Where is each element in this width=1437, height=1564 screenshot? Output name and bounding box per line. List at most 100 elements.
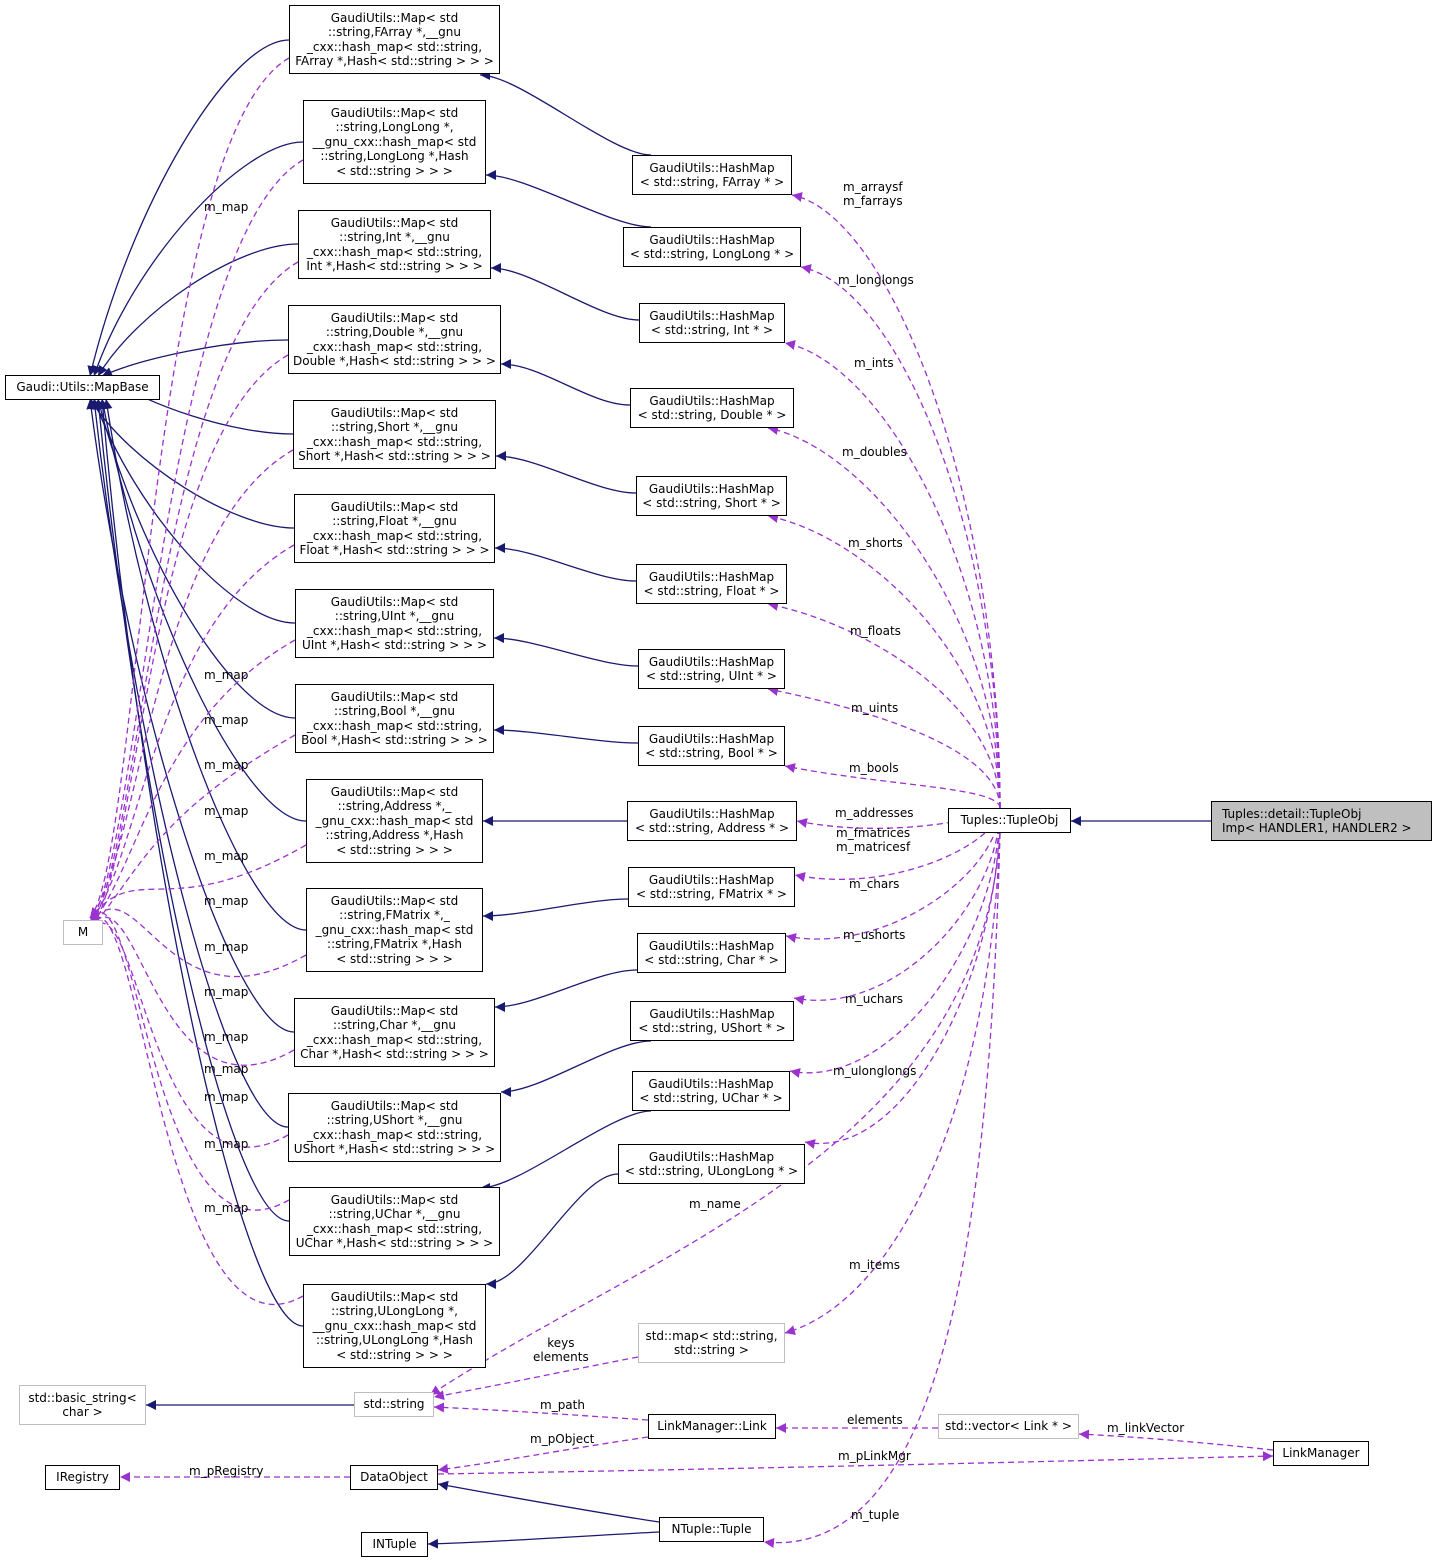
usage-edge bbox=[433, 1356, 639, 1401]
node-map-bool[interactable]: GaudiUtils::Map< std ::string,Bool *,__g… bbox=[295, 684, 494, 753]
node-hashmap-int[interactable]: GaudiUtils::HashMap < std::string, Int *… bbox=[639, 303, 785, 343]
edge-label-m-pregistry: m_pRegistry bbox=[189, 1464, 264, 1478]
node-iregistry[interactable]: IRegistry bbox=[45, 1465, 120, 1490]
usage-edge bbox=[791, 192, 1001, 809]
node-hashmap-float[interactable]: GaudiUtils::HashMap < std::string, Float… bbox=[636, 564, 787, 604]
usage-edge bbox=[89, 907, 290, 1211]
node-hashmap-double[interactable]: GaudiUtils::HashMap < std::string, Doubl… bbox=[630, 388, 794, 428]
inherit-edge bbox=[101, 339, 289, 377]
usage-edge bbox=[785, 807, 1001, 943]
node-map-address[interactable]: GaudiUtils::Map< std ::string,Address *,… bbox=[306, 779, 483, 863]
usage-edge bbox=[89, 57, 290, 919]
node-hashmap-longlong[interactable]: GaudiUtils::HashMap < std::string, LongL… bbox=[623, 227, 801, 267]
node-m[interactable]: M bbox=[63, 920, 103, 945]
node-map-float[interactable]: GaudiUtils::Map< std ::string,Float *,__… bbox=[294, 494, 495, 563]
usage-edge bbox=[789, 807, 1001, 1078]
edge-label-m-map: m_map bbox=[204, 200, 249, 214]
inherit-edge bbox=[87, 39, 290, 377]
node-intuple[interactable]: INTuple bbox=[361, 1532, 428, 1557]
edge-label-m-name: m_name bbox=[689, 1197, 741, 1211]
node-tupleobj[interactable]: Tuples::TupleObj bbox=[948, 808, 1071, 833]
inherit-edge bbox=[495, 451, 637, 494]
edge-label-m-map: m_map bbox=[204, 1030, 249, 1044]
inherit-edge bbox=[500, 359, 631, 406]
node-map-farray[interactable]: GaudiUtils::Map< std ::string,FArray *,_… bbox=[289, 5, 500, 74]
edge-label-m-map: m_map bbox=[204, 1137, 249, 1151]
inherit-edge bbox=[92, 141, 304, 377]
node-map-ulonglong[interactable]: GaudiUtils::Map< std ::string,ULongLong … bbox=[303, 1284, 486, 1368]
node-hashmap-char[interactable]: GaudiUtils::HashMap < std::string, Char … bbox=[637, 933, 786, 973]
inherit-edge bbox=[102, 398, 307, 931]
inherit-edge bbox=[494, 543, 637, 582]
edge-label-m-map: m_map bbox=[204, 1062, 249, 1076]
inherit-edge bbox=[485, 170, 652, 228]
inherit-edge bbox=[437, 1480, 660, 1523]
usage-edge bbox=[767, 686, 1001, 809]
edge-label-m-uints: m_uints bbox=[851, 701, 899, 715]
usage-edge bbox=[429, 832, 1001, 1396]
edge-label-m-chars: m_chars bbox=[849, 877, 900, 891]
usage-edge bbox=[767, 425, 1001, 809]
node-linkmanager[interactable]: LinkManager bbox=[1273, 1441, 1369, 1466]
edge-label-m-pobject: m_pObject bbox=[530, 1432, 595, 1446]
usage-edge bbox=[784, 763, 1001, 809]
usage-edge bbox=[89, 449, 294, 919]
edge-label-m-map: m_map bbox=[204, 713, 249, 727]
node-stdmap[interactable]: std::map< std::string, std::string > bbox=[638, 1323, 785, 1363]
node-map-double[interactable]: GaudiUtils::Map< std ::string,Double *,_… bbox=[288, 305, 501, 374]
inherit-edge bbox=[493, 633, 639, 667]
usage-edge bbox=[89, 159, 304, 923]
node-map-short[interactable]: GaudiUtils::Map< std ::string,Short *,__… bbox=[293, 400, 496, 469]
edge-label-m-plinkmgr: m_pLinkMgr bbox=[838, 1449, 911, 1463]
node-map-int[interactable]: GaudiUtils::Map< std ::string,Int *,__gn… bbox=[298, 210, 491, 279]
edge-label-m-map: m_map bbox=[204, 1201, 249, 1215]
edge-label-elements: elements bbox=[847, 1413, 903, 1427]
inherit-edge bbox=[485, 1173, 619, 1289]
inherit-edge bbox=[98, 398, 307, 822]
usage-edge bbox=[433, 1402, 649, 1421]
edge-label-m-tuple: m_tuple bbox=[851, 1508, 900, 1522]
node-map-char[interactable]: GaudiUtils::Map< std ::string,Char *,__g… bbox=[294, 998, 495, 1067]
node-map-uchar[interactable]: GaudiUtils::Map< std ::string,UChar *,__… bbox=[289, 1187, 500, 1256]
inherit-edge bbox=[97, 243, 299, 377]
usage-edge bbox=[89, 544, 295, 923]
inherit-edge bbox=[93, 398, 290, 1222]
node-map-longlong[interactable]: GaudiUtils::Map< std ::string,LongLong *… bbox=[303, 100, 486, 184]
node-mapbase[interactable]: Gaudi::Utils::MapBase bbox=[5, 375, 160, 400]
node-hashmap-uchar[interactable]: GaudiUtils::HashMap < std::string, UChar… bbox=[632, 1071, 790, 1111]
node-hashmap-ushort[interactable]: GaudiUtils::HashMap < std::string, UShor… bbox=[630, 1001, 794, 1041]
node-map-fmatrix[interactable]: GaudiUtils::Map< std ::string,FMatrix *,… bbox=[306, 888, 483, 972]
node-hashmap-bool[interactable]: GaudiUtils::HashMap < std::string, Bool … bbox=[638, 726, 785, 766]
node-dataobject[interactable]: DataObject bbox=[350, 1465, 438, 1490]
usage-edge bbox=[89, 915, 295, 1066]
node-link[interactable]: LinkManager::Link bbox=[648, 1414, 776, 1439]
usage-edge bbox=[89, 844, 307, 919]
node-hashmap-short[interactable]: GaudiUtils::HashMap < std::string, Short… bbox=[636, 476, 787, 516]
edge-label-m-map: m_map bbox=[204, 849, 249, 863]
inherit-edge bbox=[479, 70, 652, 156]
usage-edge bbox=[804, 807, 1001, 1149]
node-basic-string[interactable]: std::basic_string< char > bbox=[19, 1385, 146, 1425]
node-hashmap-fmatrix[interactable]: GaudiUtils::HashMap < std::string, FMatr… bbox=[628, 867, 795, 907]
node-hashmap-address[interactable]: GaudiUtils::HashMap < std::string, Addre… bbox=[627, 801, 797, 841]
node-vector[interactable]: std::vector< Link * > bbox=[938, 1414, 1079, 1439]
edge-label-m-ulonglongs: m_ulonglongs bbox=[833, 1064, 917, 1078]
edge-label-m-map: m_map bbox=[204, 758, 249, 772]
node-hashmap-farray[interactable]: GaudiUtils::HashMap < std::string, FArra… bbox=[632, 155, 792, 195]
node-ntuple[interactable]: NTuple::Tuple bbox=[659, 1517, 764, 1542]
edge-label-m-uchars: m_uchars bbox=[845, 992, 904, 1006]
node-map-ushort[interactable]: GaudiUtils::Map< std ::string,UShort *,_… bbox=[288, 1093, 501, 1162]
inherit-edge bbox=[97, 398, 304, 1327]
usage-edge bbox=[800, 264, 1001, 809]
node-hashmap-ulonglong[interactable]: GaudiUtils::HashMap < std::string, ULong… bbox=[618, 1144, 805, 1184]
inherit-edge bbox=[427, 1531, 660, 1549]
inherit-edge bbox=[494, 969, 638, 1012]
usage-edge bbox=[793, 807, 1001, 1005]
node-map-uint[interactable]: GaudiUtils::Map< std ::string,UInt *,__g… bbox=[295, 589, 494, 658]
edge-label-m-longlongs: m_longlongs bbox=[838, 273, 914, 287]
edge-label-m-ushorts: m_ushorts bbox=[843, 928, 906, 942]
node-hashmap-uint[interactable]: GaudiUtils::HashMap < std::string, UInt … bbox=[638, 649, 785, 689]
node-tupleobjimp[interactable]: Tuples::detail::TupleObj Imp< HANDLER1, … bbox=[1211, 801, 1432, 841]
node-std-string[interactable]: std::string bbox=[354, 1392, 434, 1417]
